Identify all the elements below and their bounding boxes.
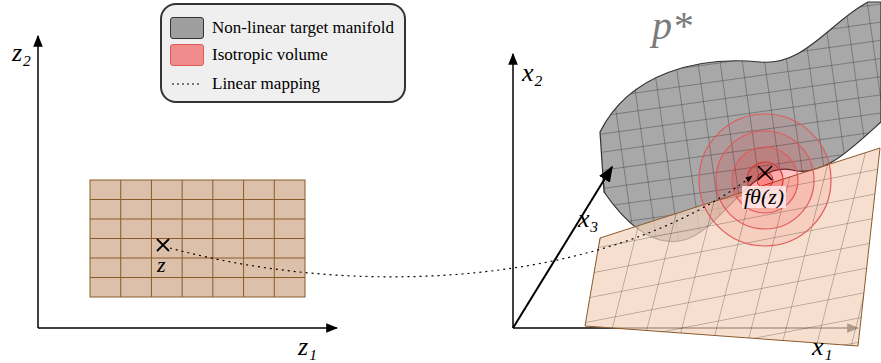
legend-entry: Linear mapping	[170, 71, 320, 97]
mapped-point-label: fθ(z)	[742, 186, 786, 208]
legend-text: Linear mapping	[212, 74, 320, 94]
legend-text: Non-linear target manifold	[212, 18, 394, 38]
point-label: z	[157, 254, 166, 276]
legend-box: Non-linear target manifoldIsotropic volu…	[160, 3, 406, 103]
axis-label: z₂	[12, 40, 31, 66]
distribution-label: p*	[652, 6, 692, 46]
legend-entry: Non-linear target manifold	[170, 15, 394, 41]
legend-swatch	[170, 44, 204, 66]
x3-axis	[513, 167, 612, 328]
axis-label: x₂	[522, 60, 543, 86]
legend-text: Isotropic volume	[212, 45, 328, 65]
latent-grid	[90, 180, 305, 297]
legend-swatch	[170, 17, 204, 39]
axis-label: x₁	[812, 334, 833, 360]
legend-entry: Isotropic volume	[170, 42, 328, 68]
linear-plane	[585, 148, 880, 346]
isotropic-volume	[699, 114, 831, 246]
legend-line-sample	[170, 73, 204, 95]
axis-label: x₃	[578, 206, 599, 232]
linear-mapping	[170, 176, 752, 277]
axis-label: z₁	[298, 334, 317, 360]
